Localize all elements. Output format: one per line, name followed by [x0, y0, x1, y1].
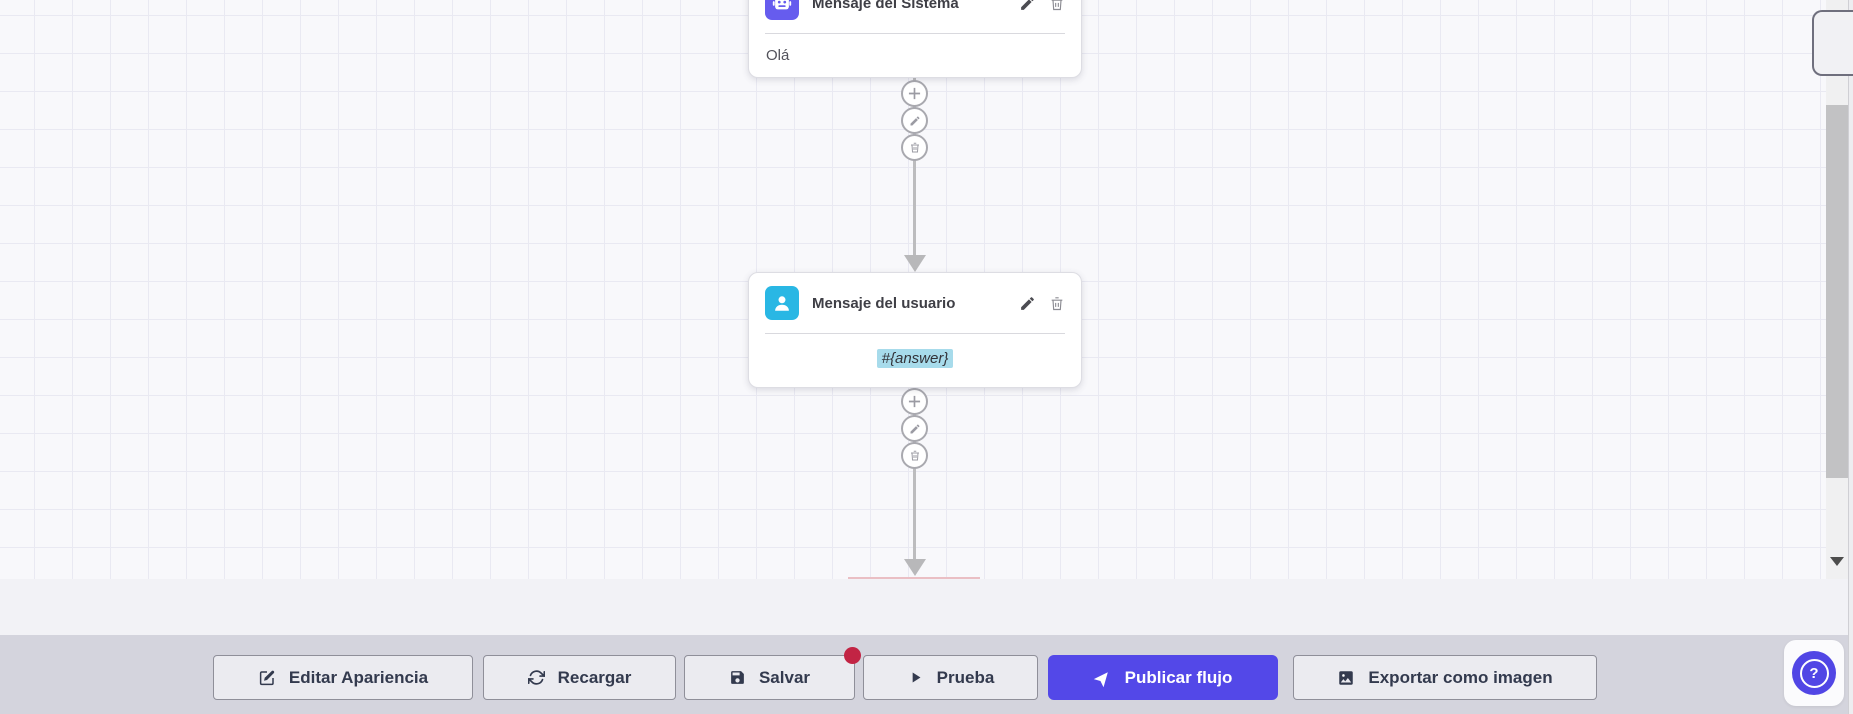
refresh-icon — [527, 669, 545, 686]
connector-line — [913, 78, 916, 256]
arrow-down-icon — [904, 559, 926, 576]
edit-connection-button[interactable] — [901, 415, 928, 442]
button-label: Salvar — [758, 667, 811, 687]
question-icon: ? — [1799, 658, 1829, 688]
window-edge — [1848, 0, 1853, 714]
node-header: Mensaje del Sistema — [749, 0, 1081, 20]
minimap-panel[interactable] — [1812, 10, 1853, 76]
next-node-edge — [848, 577, 980, 579]
node-content: #{answer} — [749, 334, 1081, 386]
trash-icon[interactable] — [1049, 0, 1065, 12]
divider — [765, 333, 1065, 334]
save-icon — [729, 669, 746, 686]
vertical-scrollbar-thumb[interactable] — [1826, 105, 1848, 478]
arrow-down-icon — [904, 255, 926, 272]
scrollbar-down-arrow-icon[interactable] — [1830, 557, 1844, 566]
publish-flow-button[interactable]: Publicar flujo — [1048, 655, 1278, 700]
node-header: Mensaje del usuario — [749, 286, 1081, 320]
edit-square-icon — [258, 669, 276, 687]
node-title: Mensaje del Sistema — [812, 0, 959, 12]
export-image-button[interactable]: Exportar como imagen — [1293, 655, 1597, 700]
node-system-message[interactable]: Mensaje del Sistema Olá — [748, 0, 1082, 78]
canvas-footer-gap — [0, 579, 1853, 635]
delete-connection-button[interactable] — [901, 442, 928, 469]
divider — [765, 33, 1065, 34]
delete-connection-button[interactable] — [901, 134, 928, 161]
button-label: Prueba — [936, 667, 995, 687]
edit-connection-button[interactable] — [901, 107, 928, 134]
connector-line — [913, 388, 916, 560]
robot-icon — [765, 0, 799, 20]
user-icon — [765, 286, 799, 320]
variable-chip[interactable]: #{answer} — [876, 349, 954, 368]
button-label: Editar Apariencia — [288, 667, 429, 687]
pencil-icon[interactable] — [1019, 0, 1036, 12]
pencil-icon[interactable] — [1019, 295, 1036, 312]
button-label: Recargar — [557, 667, 632, 687]
image-icon — [1337, 669, 1355, 687]
bottom-toolbar: Editar Apariencia Recargar Salvar — [0, 635, 1853, 714]
test-button[interactable]: Prueba — [863, 655, 1038, 700]
help-button-container: ? — [1784, 640, 1844, 706]
unsaved-changes-badge — [844, 647, 861, 664]
node-user-message[interactable]: Mensaje del usuario #{answer} — [748, 272, 1082, 388]
help-button[interactable]: ? — [1792, 651, 1836, 695]
reload-button[interactable]: Recargar — [483, 655, 676, 700]
edit-appearance-button[interactable]: Editar Apariencia — [213, 655, 473, 700]
flow-canvas[interactable]: Mensaje del Sistema Olá — [0, 0, 1853, 579]
trash-icon[interactable] — [1049, 295, 1065, 312]
button-label: Publicar flujo — [1124, 667, 1233, 687]
node-title: Mensaje del usuario — [812, 294, 956, 312]
button-label: Exportar como imagen — [1368, 667, 1553, 687]
add-node-button[interactable] — [901, 80, 928, 107]
play-icon — [907, 669, 924, 686]
rocket-icon — [1093, 669, 1112, 687]
save-button[interactable]: Salvar — [684, 655, 855, 700]
add-node-button[interactable] — [901, 388, 928, 415]
node-content: Olá — [766, 47, 790, 64]
